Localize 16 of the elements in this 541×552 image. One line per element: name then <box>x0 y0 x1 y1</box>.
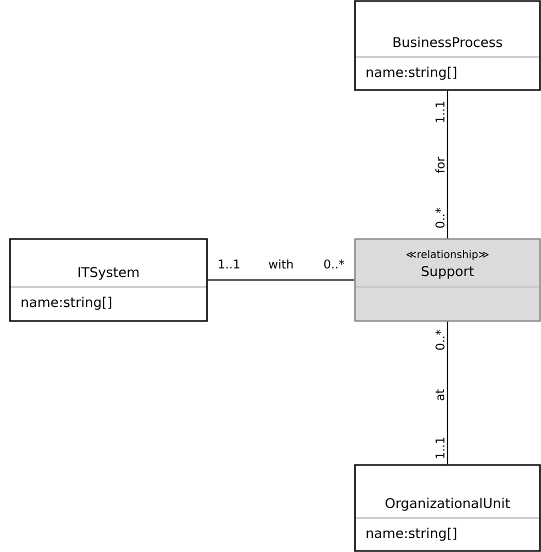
multiplicity-label: 1..1 <box>436 438 444 458</box>
multiplicity-label: 0..* <box>324 259 344 269</box>
multiplicity-label: 0..* <box>435 208 445 228</box>
association-line <box>446 322 448 464</box>
multiplicity-label: 0..* <box>435 330 445 350</box>
class-box: OrganizationalUnit name:string[] <box>354 464 541 552</box>
class-box: ITSystem name:string[] <box>9 238 208 322</box>
association-line <box>208 279 354 281</box>
association-class-box: ≪relationship≫ Support <box>354 238 541 322</box>
class-box: BusinessProcess name:string[] <box>354 0 541 91</box>
multiplicity-label: 1..1 <box>218 260 240 268</box>
multiplicity-label: 1..1 <box>436 102 444 122</box>
edge-label: at <box>436 389 444 400</box>
edge-label: with <box>268 259 293 269</box>
edge-label: for <box>435 156 445 173</box>
association-line <box>446 90 448 238</box>
